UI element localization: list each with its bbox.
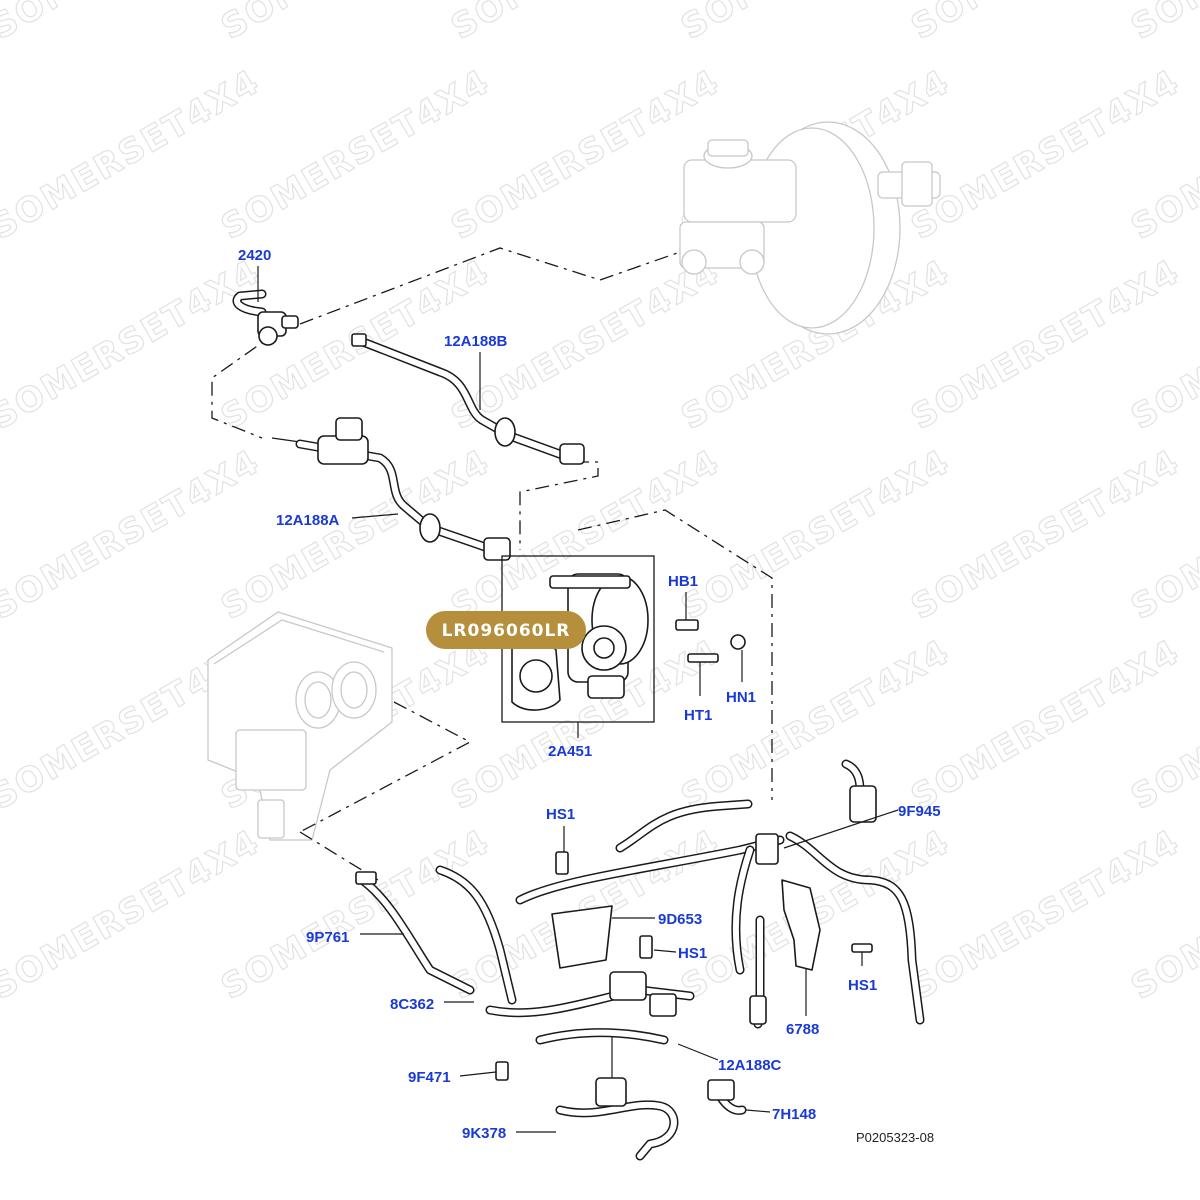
leader-lines <box>257 266 899 1133</box>
part-number-badge: LR096060LR <box>426 611 586 649</box>
callout-labels: 2420 12A188B 12A188A HB1 HN1 HT1 2A451 H… <box>238 247 941 1142</box>
callout-8C362: 8C362 <box>390 996 434 1013</box>
callout-9K378: 9K378 <box>462 1125 506 1142</box>
callout-HT1: HT1 <box>684 707 712 724</box>
diagram-reference: P0205323-08 <box>856 1130 934 1145</box>
hose-12A188A <box>271 417 511 561</box>
callout-9F945: 9F945 <box>898 803 941 820</box>
callout-9D653: 9D653 <box>658 911 702 928</box>
fasteners-top <box>675 619 746 663</box>
watermark: SOMERSET4X4 <box>1125 0 1200 48</box>
brake-booster-ghost <box>679 121 941 335</box>
callout-2A451: 2A451 <box>548 743 592 760</box>
callout-12A188C: 12A188C <box>718 1057 782 1074</box>
callout-6788: 6788 <box>786 1021 819 1038</box>
pipe-harness <box>357 759 925 1161</box>
badge-text: LR096060LR <box>442 621 571 641</box>
harness-components <box>355 785 877 1107</box>
callout-HN1: HN1 <box>726 689 756 706</box>
connector-2420 <box>232 289 299 346</box>
callout-HB1: HB1 <box>668 573 698 590</box>
vacuum-pump-2A451 <box>501 555 655 723</box>
callout-9F471: 9F471 <box>408 1069 451 1086</box>
callout-HS1-mid: HS1 <box>678 945 707 962</box>
callout-7H148: 7H148 <box>772 1106 816 1123</box>
callout-9P761: 9P761 <box>306 929 349 946</box>
hose-12A188B <box>351 333 585 465</box>
badge-background <box>426 611 586 649</box>
assembly-lines <box>211 247 773 881</box>
callout-2420: 2420 <box>238 247 271 264</box>
callout-12A188A: 12A188A <box>276 512 340 529</box>
engine-ghost <box>207 611 393 841</box>
watermark-layer: SOMERSET4X4 SOMERSET4X4 SOMERSET4X4 SOME… <box>0 0 1200 1008</box>
callout-HS1-top: HS1 <box>546 806 575 823</box>
callout-12A188B: 12A188B <box>444 333 508 350</box>
callout-HS1-right: HS1 <box>848 977 877 994</box>
